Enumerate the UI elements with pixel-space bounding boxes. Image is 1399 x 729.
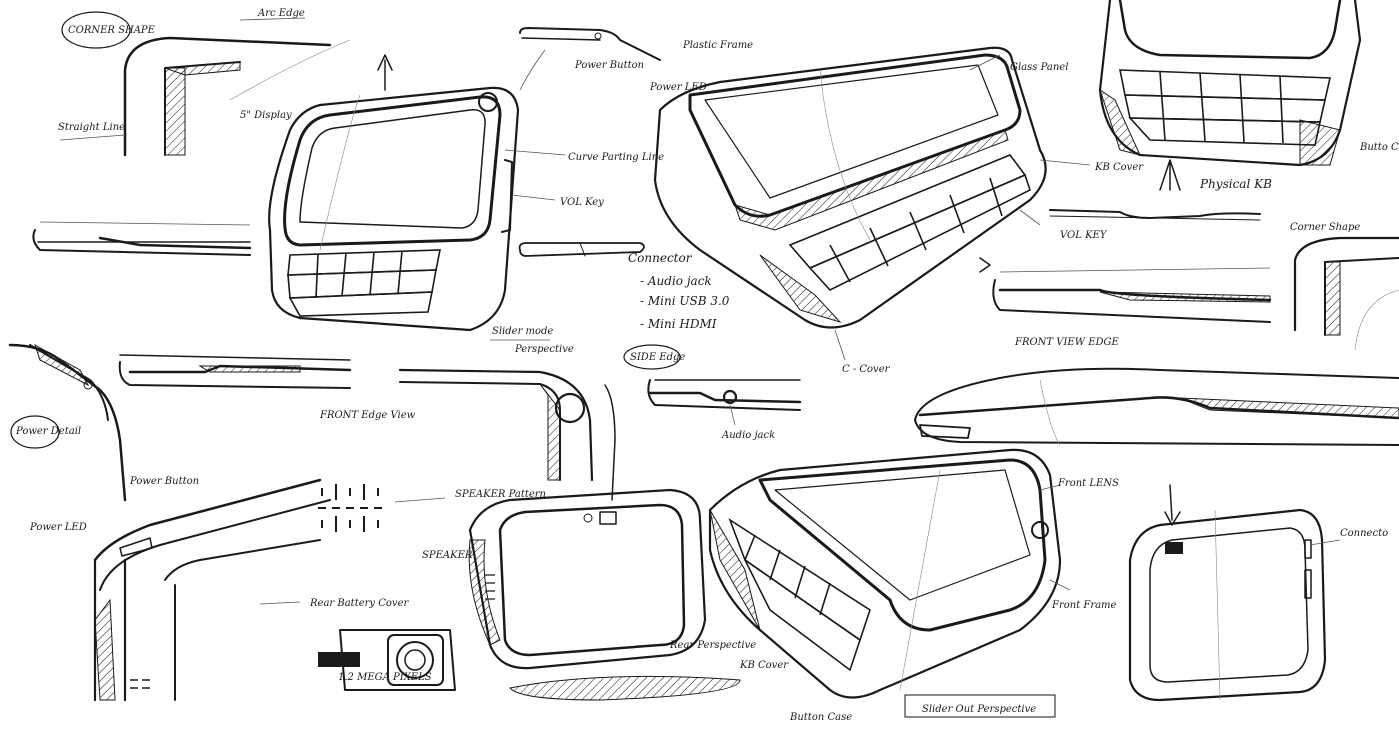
camera-module-sketch [318, 629, 456, 691]
slider-out-perspective-label: Slider Out Perspective [922, 704, 1036, 715]
rear-battery-cover-label: Rear Battery Cover [309, 598, 409, 609]
side-edge-sketch [623, 344, 802, 426]
speaker-label: SPEAKER [422, 550, 473, 561]
perspective-label: Perspective [514, 344, 574, 355]
side-edge-label: SIDE Edge [630, 352, 685, 363]
speaker-pattern-label: SPEAKER Pattern [455, 489, 546, 500]
button-case-right-label: Butto Case [1359, 142, 1399, 153]
front-lens-label: Front LENS [1057, 478, 1119, 489]
power-detail-label: Power Detail [15, 426, 81, 437]
front-frame-label: Front Frame [1051, 600, 1117, 611]
rear-perspective-sketch [468, 488, 741, 701]
slider-mode-label: Slider mode [492, 326, 553, 337]
power-led-left-label: Power LED [29, 522, 87, 533]
kb-cover-bottom-label: KB Cover [739, 660, 789, 671]
connector-right-label: Connecto [1340, 528, 1388, 539]
front-edge-sketch [118, 339, 616, 501]
connector-notes: Connector - Audio jack - Mini USB 3.0 - … [628, 251, 730, 331]
connector-audio-jack-item: - Audio jack [640, 274, 712, 288]
slider-out-perspective-sketch [708, 448, 1071, 699]
slider-phone-front-sketch [268, 54, 566, 332]
vol-key-sketch [1019, 209, 1261, 226]
front-edge-view-label: FRONT Edge View [319, 410, 416, 421]
side-profile-sketch [32, 221, 252, 256]
corner-shape-right-label: Corner Shape [1290, 222, 1360, 233]
connector-label: Connector [628, 251, 693, 265]
power-button-top-label: Power Button [574, 60, 644, 71]
side-profile-large-sketch [914, 367, 1399, 446]
power-button-left-label: Power Button [129, 476, 199, 487]
power-led-detail-sketch [93, 478, 331, 702]
physical-kb-label: Physical KB [1199, 177, 1272, 191]
speaker-pattern-sketch [318, 484, 382, 532]
keyboard-phone-topright-sketch [1098, 0, 1362, 191]
vol-key-label: VOL Key [560, 197, 604, 208]
front-view-edge-sketch [979, 257, 1272, 323]
connector-mini-usb-item: - Mini USB 3.0 [640, 294, 730, 308]
c-cover-label: C - Cover [842, 364, 891, 375]
audio-jack-small-label: Audio jack [721, 430, 775, 441]
connector-mini-hdmi-item: - Mini HDMI [640, 317, 717, 331]
display-size-label: 5" Display [240, 110, 292, 121]
plastic-frame-label: Plastic Frame [682, 40, 753, 51]
rear-perspective-label: Rear Perspective [669, 640, 756, 651]
button-case-bottom-label: Button Case [789, 712, 852, 723]
slider-phone-perspective-sketch [653, 46, 1091, 361]
power-led-top-label: Power LED [649, 82, 707, 93]
corner-shape-label: CORNER SHAPE [68, 25, 156, 36]
vol-key-upper-label: VOL KEY [1060, 230, 1108, 241]
power-button-top-sketch [519, 27, 661, 91]
corner-shape-sketch [59, 11, 351, 157]
arc-edge-label: Arc Edge [257, 8, 305, 19]
kb-cover-top-label: KB Cover [1094, 162, 1144, 173]
front-view-edge-label: FRONT VIEW EDGE [1014, 337, 1119, 348]
straight-line-label: Straight Line [58, 122, 125, 133]
corner-shape-right-sketch [1293, 236, 1399, 351]
mega-pixels-label: 1.2 MEGA PIXELS [338, 672, 432, 683]
glass-panel-label: Glass Panel [1010, 62, 1068, 73]
connector-small-sketch [518, 242, 645, 257]
power-detail-sketch [8, 343, 127, 502]
curve-parting-line-label: Curve Parting Line [568, 152, 664, 163]
rear-phone-right-sketch [1128, 484, 1341, 702]
